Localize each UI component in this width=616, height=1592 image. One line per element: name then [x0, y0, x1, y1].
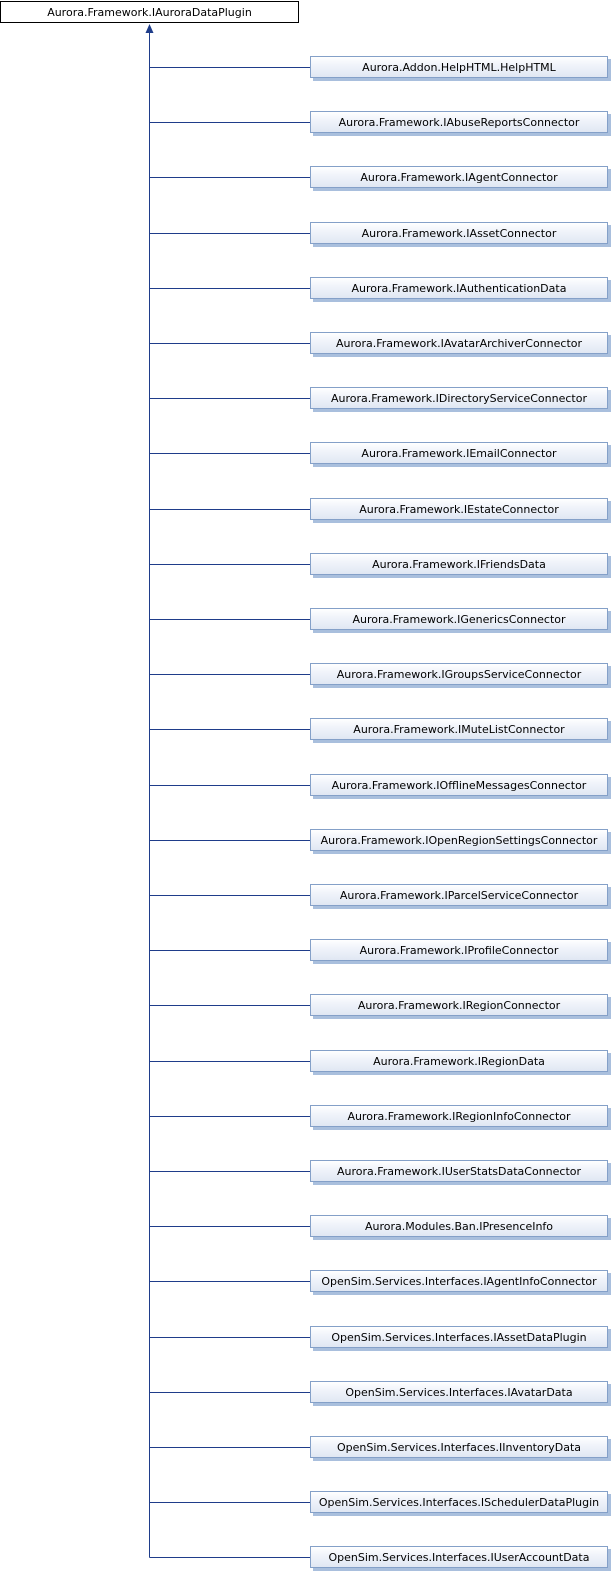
derived-class-label: Aurora.Framework.IRegionInfoConnector: [347, 1109, 571, 1123]
derived-class-label: Aurora.Framework.IGenericsConnector: [352, 612, 566, 626]
derived-class-node[interactable]: Aurora.Framework.IAssetConnector: [310, 222, 608, 244]
root-class-node[interactable]: Aurora.Framework.IAuroraDataPlugin: [0, 1, 299, 23]
derived-class-label: Aurora.Framework.IOpenRegionSettingsConn…: [320, 833, 598, 847]
derived-class-node[interactable]: OpenSim.Services.Interfaces.IAgentInfoCo…: [310, 1270, 608, 1292]
derived-class-node[interactable]: Aurora.Framework.IParcelServiceConnector: [310, 884, 608, 906]
derived-class-node[interactable]: OpenSim.Services.Interfaces.IUserAccount…: [310, 1546, 608, 1568]
derived-class-label: OpenSim.Services.Interfaces.IUserAccount…: [328, 1550, 590, 1564]
derived-class-label: OpenSim.Services.Interfaces.IAssetDataPl…: [331, 1330, 587, 1344]
derived-class-node[interactable]: Aurora.Modules.Ban.IPresenceInfo: [310, 1215, 608, 1237]
derived-class-label: OpenSim.Services.Interfaces.ISchedulerDa…: [318, 1495, 600, 1509]
derived-class-node[interactable]: Aurora.Addon.HelpHTML.HelpHTML: [310, 56, 608, 78]
derived-class-label: OpenSim.Services.Interfaces.IInventoryDa…: [336, 1440, 582, 1454]
derived-class-node[interactable]: Aurora.Framework.IRegionData: [310, 1050, 608, 1072]
derived-class-node[interactable]: Aurora.Framework.IEstateConnector: [310, 498, 608, 520]
derived-class-node[interactable]: Aurora.Framework.IAuthenticationData: [310, 277, 608, 299]
derived-class-node[interactable]: Aurora.Framework.IRegionInfoConnector: [310, 1105, 608, 1127]
derived-class-node[interactable]: Aurora.Framework.IDirectoryServiceConnec…: [310, 387, 608, 409]
derived-class-label: Aurora.Framework.IDirectoryServiceConnec…: [331, 391, 587, 405]
derived-class-node[interactable]: Aurora.Framework.IAvatarArchiverConnecto…: [310, 332, 608, 354]
derived-class-node[interactable]: Aurora.Framework.IGroupsServiceConnector: [310, 663, 608, 685]
derived-class-label: Aurora.Framework.IGroupsServiceConnector: [336, 667, 582, 681]
derived-class-node[interactable]: OpenSim.Services.Interfaces.ISchedulerDa…: [310, 1491, 608, 1513]
derived-class-label: Aurora.Framework.IEmailConnector: [361, 446, 557, 460]
derived-class-label: Aurora.Framework.IRegionData: [373, 1054, 545, 1068]
derived-class-node[interactable]: OpenSim.Services.Interfaces.IInventoryDa…: [310, 1436, 608, 1458]
derived-class-label: Aurora.Framework.IOfflineMessagesConnect…: [331, 778, 587, 792]
derived-class-node[interactable]: OpenSim.Services.Interfaces.IAvatarData: [310, 1381, 608, 1403]
derived-class-node[interactable]: Aurora.Framework.IEmailConnector: [310, 442, 608, 464]
derived-class-label: Aurora.Modules.Ban.IPresenceInfo: [364, 1219, 554, 1233]
derived-class-node[interactable]: Aurora.Framework.IRegionConnector: [310, 994, 608, 1016]
derived-class-label: Aurora.Framework.IUserStatsDataConnector: [336, 1164, 582, 1178]
derived-class-label: Aurora.Framework.IProfileConnector: [359, 943, 559, 957]
derived-class-label: Aurora.Framework.IAvatarArchiverConnecto…: [335, 336, 583, 350]
derived-class-node[interactable]: OpenSim.Services.Interfaces.IAssetDataPl…: [310, 1326, 608, 1348]
inheritance-arrowhead: [145, 24, 154, 33]
derived-class-node[interactable]: Aurora.Framework.IMuteListConnector: [310, 718, 608, 740]
derived-class-label: OpenSim.Services.Interfaces.IAvatarData: [345, 1385, 573, 1399]
derived-class-label: Aurora.Framework.IAuthenticationData: [351, 281, 567, 295]
derived-class-node[interactable]: Aurora.Framework.IAbuseReportsConnector: [310, 111, 608, 133]
derived-class-label: Aurora.Framework.IEstateConnector: [359, 502, 559, 516]
derived-class-label: Aurora.Framework.IFriendsData: [372, 557, 546, 571]
derived-class-node[interactable]: Aurora.Framework.IOfflineMessagesConnect…: [310, 774, 608, 796]
derived-class-label: Aurora.Framework.IAbuseReportsConnector: [338, 115, 580, 129]
derived-class-label: Aurora.Framework.IAssetConnector: [361, 226, 557, 240]
derived-class-node[interactable]: Aurora.Framework.IOpenRegionSettingsConn…: [310, 829, 608, 851]
derived-class-node[interactable]: Aurora.Framework.IFriendsData: [310, 553, 608, 575]
derived-class-label: Aurora.Framework.IParcelServiceConnector: [339, 888, 579, 902]
root-class-label: Aurora.Framework.IAuroraDataPlugin: [47, 5, 252, 19]
derived-class-label: Aurora.Addon.HelpHTML.HelpHTML: [362, 60, 556, 74]
derived-class-node[interactable]: Aurora.Framework.IUserStatsDataConnector: [310, 1160, 608, 1182]
derived-class-node[interactable]: Aurora.Framework.IGenericsConnector: [310, 608, 608, 630]
derived-class-label: Aurora.Framework.IMuteListConnector: [353, 722, 565, 736]
derived-class-label: Aurora.Framework.IRegionConnector: [357, 998, 561, 1012]
derived-class-label: Aurora.Framework.IAgentConnector: [360, 170, 558, 184]
derived-class-node[interactable]: Aurora.Framework.IProfileConnector: [310, 939, 608, 961]
derived-class-label: OpenSim.Services.Interfaces.IAgentInfoCo…: [321, 1274, 597, 1288]
derived-class-node[interactable]: Aurora.Framework.IAgentConnector: [310, 166, 608, 188]
